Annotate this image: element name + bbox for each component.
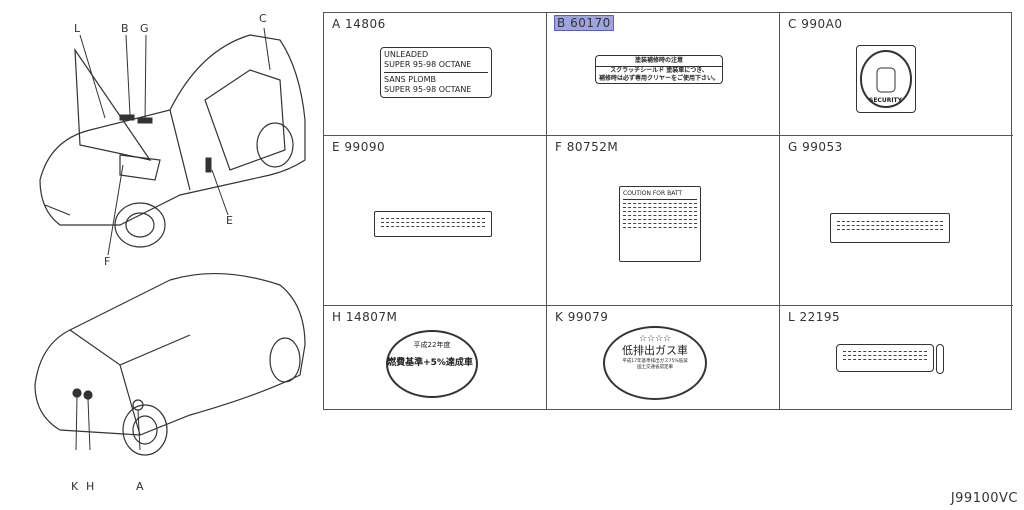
- battery-caution-label: COUTION FOR BATT: [619, 186, 701, 262]
- l-label-tab: [936, 344, 944, 374]
- part-code: L 22195: [788, 310, 841, 324]
- callout-H: H: [86, 480, 95, 493]
- rear-car-illustration: [34, 272, 306, 456]
- cell-K: K 99079 ☆☆☆☆ 低排出ガス車 平成17年基準排出ガス75%低減 国土交…: [547, 306, 780, 410]
- cell-E: E 99090: [324, 136, 547, 306]
- cell-H: H 14807M 平成22年度 燃費基準+5%達成車: [324, 306, 547, 410]
- callout-E: E: [226, 214, 233, 227]
- callout-G: G: [140, 22, 149, 35]
- callout-L: L: [74, 22, 81, 35]
- part-code: A 14806: [332, 17, 386, 31]
- cell-F: F 80752M COUTION FOR BATT: [547, 136, 780, 306]
- callout-C: C: [259, 12, 267, 25]
- part-code: H 14807M: [332, 310, 398, 324]
- cell-C: C 990A0 SECURITY: [780, 13, 1013, 136]
- front-car-illustration: [39, 27, 306, 256]
- part-code: F 80752M: [555, 140, 619, 154]
- g-label: [830, 213, 950, 243]
- part-code: C 990A0: [788, 17, 843, 31]
- cell-G: G 99053: [780, 136, 1013, 306]
- diagram-id: J99100VC: [950, 491, 1018, 506]
- part-code: G 99053: [788, 140, 843, 154]
- part-code: B 60170: [554, 15, 614, 31]
- part-code: K 99079: [555, 310, 609, 324]
- security-car-icon: [860, 50, 912, 108]
- callout-A: A: [136, 480, 144, 493]
- e-label: [374, 211, 492, 237]
- security-label: SECURITY: [856, 45, 916, 113]
- callout-K: K: [71, 480, 79, 493]
- l-label: [836, 344, 934, 372]
- cell-B: B 60170 塗装補修時の注意 スクラッチシールド 塗装車につき、補修時は必ず…: [547, 13, 780, 136]
- cell-L: L 22195: [780, 306, 1013, 410]
- part-code: E 99090: [332, 140, 386, 154]
- scratch-shield-label: 塗装補修時の注意 スクラッチシールド 塗装車につき、補修時は必ず専用クリヤーをご…: [595, 55, 723, 84]
- low-emission-label: ☆☆☆☆ 低排出ガス車 平成17年基準排出ガス75%低減 国土交通省認定車: [603, 326, 707, 400]
- security-text: SECURITY: [869, 97, 902, 104]
- fuel-economy-label: 平成22年度 燃費基準+5%達成車: [386, 330, 478, 398]
- callout-B: B: [121, 22, 129, 35]
- callout-F: F: [104, 255, 111, 268]
